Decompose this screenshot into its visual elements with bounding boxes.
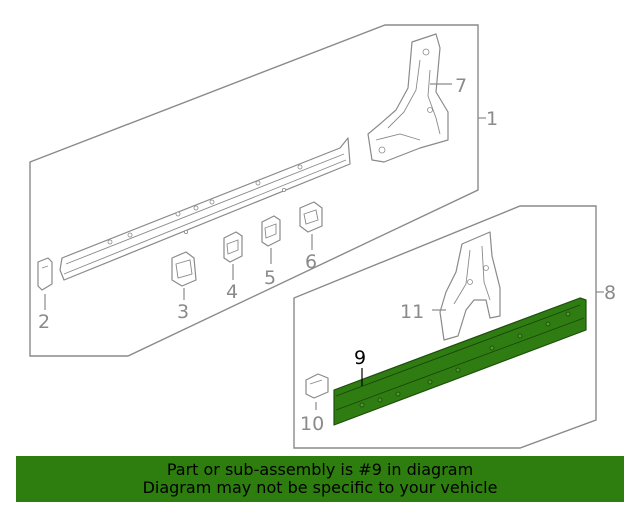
callout-4: 4: [226, 281, 238, 303]
part-4-bracket: [223, 231, 243, 263]
callout-5: 5: [264, 267, 276, 289]
callout-1: 1: [486, 108, 498, 130]
part-10-bracket: [305, 373, 329, 399]
callout-2: 2: [38, 311, 50, 333]
callout-7: 7: [455, 75, 467, 97]
banner-line-disclaimer: Diagram may not be specific to your vehi…: [142, 478, 498, 497]
part-9-rocker-highlighted[interactable]: [333, 297, 587, 426]
callout-9: 9: [354, 347, 366, 369]
callout-3: 3: [177, 301, 189, 323]
banner-line-part: Part or sub-assembly is #9 in diagram: [166, 460, 474, 479]
callout-8: 8: [604, 282, 616, 304]
part-7-pillar: [367, 33, 449, 163]
part-6-bracket: [299, 201, 323, 233]
callout-10: 10: [300, 413, 324, 435]
callout-11: 11: [400, 301, 424, 323]
parts-diagram: 1 7 8 2 3 4 5 6 11 10 9: [29, 24, 616, 449]
rocker-rail-upper: [59, 137, 351, 281]
part-3-bracket: [171, 251, 197, 287]
part-2-bracket: [37, 257, 53, 291]
info-banner: Part or sub-assembly is #9 in diagram Di…: [16, 456, 624, 502]
callout-6: 6: [305, 251, 317, 273]
part-11-reinforcement: [439, 231, 501, 341]
part-5-bracket: [261, 215, 281, 247]
